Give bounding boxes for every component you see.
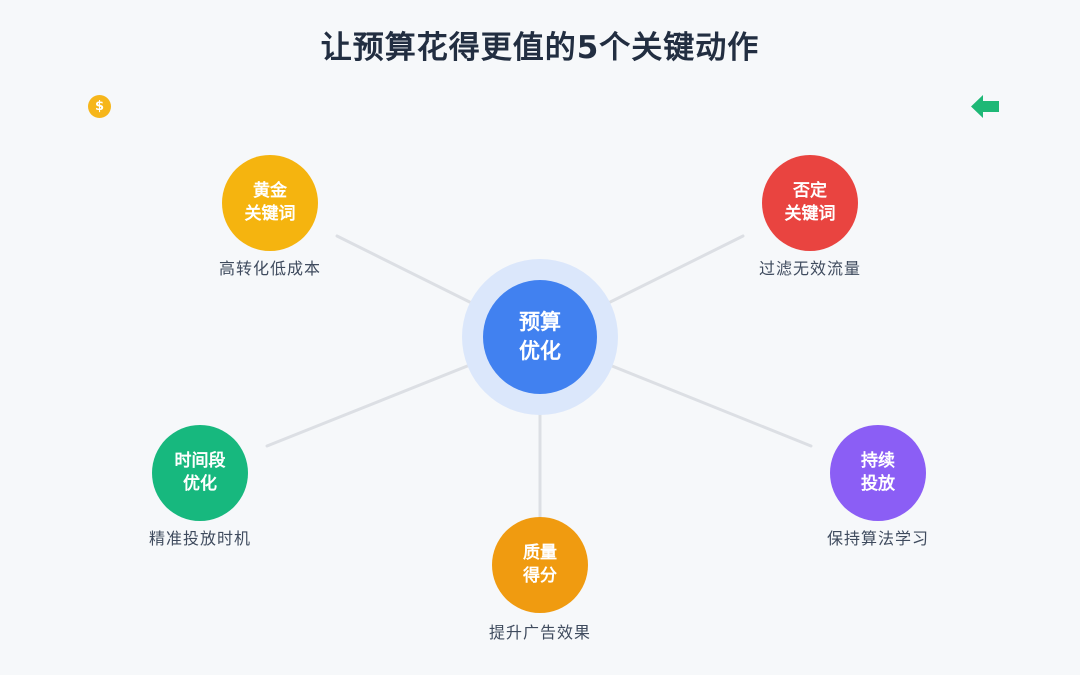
back-arrow-shape bbox=[971, 95, 999, 118]
caption-quality-score: 提升广告效果 bbox=[488, 623, 591, 642]
node-label-line2: 投放 bbox=[861, 474, 895, 494]
back-arrow-icon[interactable] bbox=[970, 92, 1000, 121]
node-label-line1: 质量 bbox=[523, 543, 557, 564]
node-label-line1: 持续 bbox=[861, 451, 895, 472]
node-label-line2: 关键词 bbox=[784, 204, 836, 224]
caption-time-slot-optimization: 精准投放时机 bbox=[148, 529, 251, 548]
hub-label-line2: 优化 bbox=[519, 339, 561, 363]
page-title: 让预算花得更值的5个关键动作 bbox=[320, 30, 760, 66]
node-time-slot-optimization: 时间段 优化 bbox=[152, 425, 248, 521]
caption-golden-keywords: 高转化低成本 bbox=[218, 259, 321, 278]
dollar-symbol: $ bbox=[94, 99, 105, 114]
node-continuous-delivery: 持续 投放 bbox=[830, 425, 926, 521]
node-label-line2: 优化 bbox=[183, 474, 217, 494]
node-negative-keywords: 否定 关键词 bbox=[762, 155, 858, 251]
node-label-line1: 时间段 bbox=[174, 451, 226, 472]
node-label-line1: 黄金 bbox=[253, 181, 287, 202]
hub-budget-optimization: 预算 优化 bbox=[483, 280, 597, 394]
node-label-line1: 否定 bbox=[793, 181, 827, 202]
node-golden-keywords: 黄金 关键词 bbox=[222, 155, 318, 251]
caption-negative-keywords: 过滤无效流量 bbox=[758, 259, 861, 278]
caption-continuous-delivery: 保持算法学习 bbox=[826, 529, 929, 548]
node-label-line2: 得分 bbox=[523, 566, 557, 586]
dollar-coin-icon: $ bbox=[88, 95, 111, 118]
node-label-line2: 关键词 bbox=[244, 204, 296, 224]
node-quality-score: 质量 得分 bbox=[492, 517, 588, 613]
hub-label-line1: 预算 bbox=[519, 309, 561, 334]
